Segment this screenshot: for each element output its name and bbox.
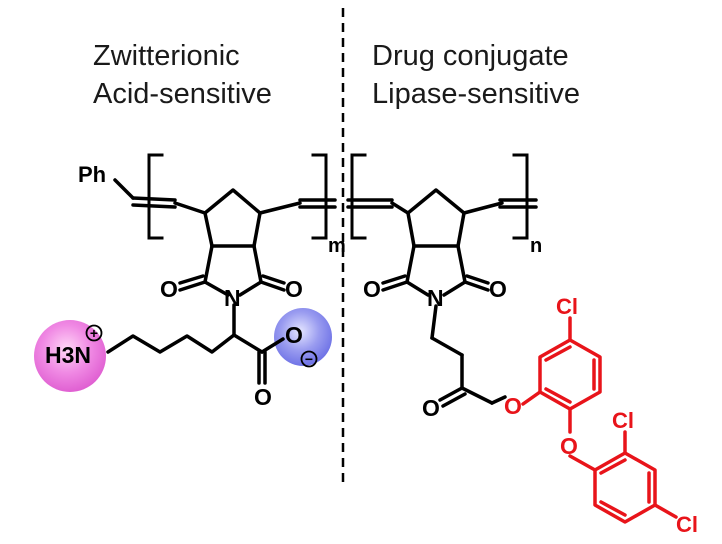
heading-zwitterionic: Zwitterionic xyxy=(93,40,240,72)
oxygen-label: O xyxy=(489,276,507,302)
oxygen-label: O xyxy=(254,384,272,410)
heading-lipase-sensitive: Lipase-sensitive xyxy=(372,78,580,110)
triclosan-moiety xyxy=(521,316,678,524)
oxygen-label: O xyxy=(285,322,303,348)
heading-acid-sensitive: Acid-sensitive xyxy=(93,78,272,110)
left-monomer xyxy=(106,178,337,385)
oxygen-label: O xyxy=(160,276,178,302)
minus-charge-ring xyxy=(300,350,318,368)
ph-label: Ph xyxy=(78,162,106,187)
right-monomer xyxy=(346,188,538,408)
chlorine-label: Cl xyxy=(556,294,578,319)
subscript-m: m xyxy=(328,235,346,257)
minus-charge: − xyxy=(305,351,313,367)
nitrogen-label: N xyxy=(427,285,444,311)
chlorine-label: Cl xyxy=(612,408,634,433)
plus-charge-ring xyxy=(85,324,103,342)
ester-oxygen-label: O xyxy=(504,393,522,419)
brackets xyxy=(147,153,529,240)
nitrogen-label: N xyxy=(224,285,241,311)
oxygen-label: O xyxy=(285,276,303,302)
subscript-n: n xyxy=(530,235,542,257)
chlorine-label: Cl xyxy=(676,512,698,537)
anion-highlight xyxy=(274,308,332,366)
plus-charge: + xyxy=(90,325,98,341)
oxygen-label: O xyxy=(363,276,381,302)
ether-oxygen-label: O xyxy=(560,433,578,459)
ammonium-label: H3N xyxy=(45,342,91,368)
heading-drug-conjugate: Drug conjugate xyxy=(372,40,569,72)
oxygen-label: O xyxy=(422,395,440,421)
